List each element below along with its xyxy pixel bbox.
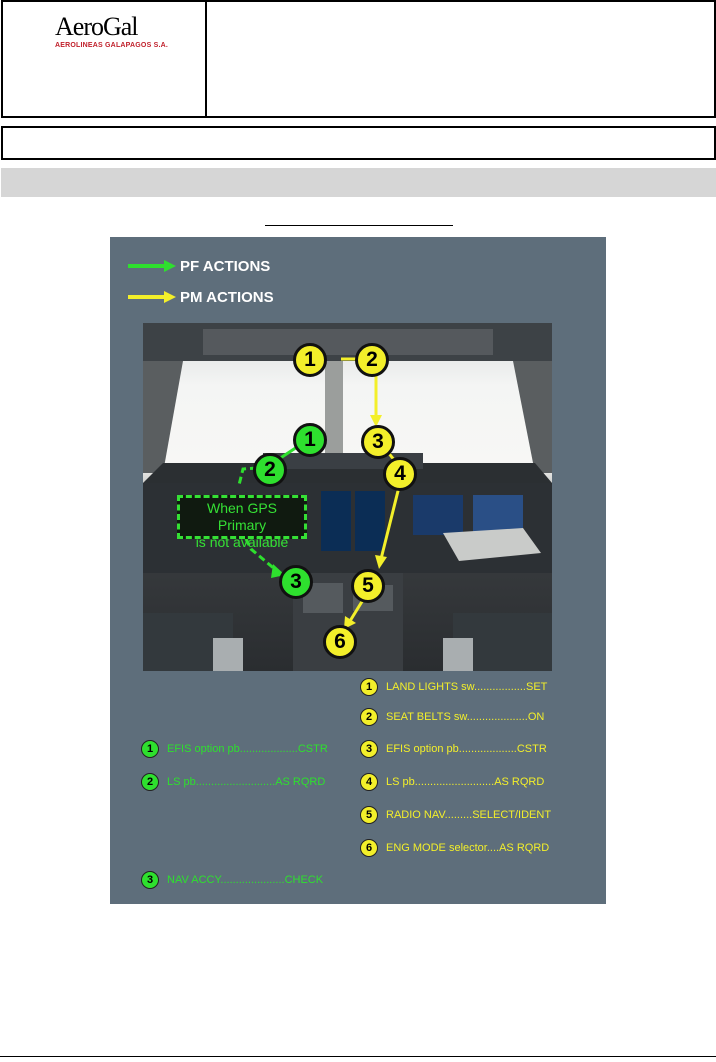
pm-item-2-marker: 2 <box>360 708 378 726</box>
section-band <box>1 168 716 197</box>
pf-item-1: 1 EFIS option pb...................CSTR <box>141 740 328 758</box>
pf-item-1-text: EFIS option pb...................CSTR <box>167 743 328 755</box>
pm-item-2-text: SEAT BELTS sw....................ON <box>386 711 545 723</box>
pf-step-1-marker: 1 <box>293 423 327 457</box>
footer-rule <box>0 1056 716 1057</box>
figure-heading-rule <box>265 225 453 226</box>
pm-step-4-marker: 4 <box>383 457 417 491</box>
pm-item-1: 1 LAND LIGHTS sw.................SET <box>360 678 547 696</box>
pf-item-1-marker: 1 <box>141 740 159 758</box>
header-logo-cell: AeroGal AEROLINEAS GALAPAGOS S.A. <box>1 0 207 118</box>
pf-arrow-icon <box>128 260 176 272</box>
company-logo: AeroGal <box>55 12 139 42</box>
pf-item-2-marker: 2 <box>141 773 159 791</box>
pm-item-3: 3 EFIS option pb...................CSTR <box>360 740 547 758</box>
gps-note-line-1: When GPS Primary <box>206 500 278 533</box>
pf-item-2: 2 LS pb..........................AS RQRD <box>141 773 325 791</box>
pm-item-5: 5 RADIO NAV.........SELECT/IDENT <box>360 806 551 824</box>
pm-item-6-marker: 6 <box>360 839 378 857</box>
pm-item-1-text: LAND LIGHTS sw.................SET <box>386 681 548 693</box>
pf-legend-label: PF ACTIONS <box>180 258 271 275</box>
gps-primary-note: When GPS Primary is not available <box>177 495 307 550</box>
cockpit-photo: 1 2 3 4 5 6 1 2 3 When GPS Primary is no… <box>143 323 552 671</box>
gps-note-line-2: is not available <box>195 534 289 550</box>
pf-item-3: 3 NAV ACCY.....................CHECK <box>141 871 323 889</box>
pm-step-1-marker: 1 <box>293 343 327 377</box>
pf-item-2-text: LS pb..........................AS RQRD <box>167 776 326 788</box>
pf-item-3-marker: 3 <box>141 871 159 889</box>
pm-item-4-text: LS pb..........................AS RQRD <box>386 776 545 788</box>
pm-legend-label: PM ACTIONS <box>180 289 274 306</box>
pm-item-3-text: EFIS option pb...................CSTR <box>386 743 547 755</box>
pm-arrow-icon <box>128 291 176 303</box>
pf-step-2-marker: 2 <box>253 453 287 487</box>
pm-item-1-marker: 1 <box>360 678 378 696</box>
pf-step-3-marker: 3 <box>279 565 313 599</box>
pm-item-5-text: RADIO NAV.........SELECT/IDENT <box>386 809 552 821</box>
pm-item-2: 2 SEAT BELTS sw....................ON <box>360 708 544 726</box>
header-title-cell <box>205 0 716 118</box>
pm-item-4-marker: 4 <box>360 773 378 791</box>
pm-item-4: 4 LS pb..........................AS RQRD <box>360 773 544 791</box>
logo-subtitle: AEROLINEAS GALAPAGOS S.A. <box>55 42 168 49</box>
pm-step-5-marker: 5 <box>351 569 385 603</box>
pm-step-6-marker: 6 <box>323 625 357 659</box>
pm-step-2-marker: 2 <box>355 343 389 377</box>
pm-item-6: 6 ENG MODE selector....AS RQRD <box>360 839 549 857</box>
pm-item-5-marker: 5 <box>360 806 378 824</box>
pm-item-3-marker: 3 <box>360 740 378 758</box>
header-subtitle-row <box>1 126 716 160</box>
cockpit-illustration <box>143 323 552 671</box>
procedure-panel: PF ACTIONS PM ACTIONS <box>110 237 606 904</box>
logo-wordmark: AeroGal <box>55 12 139 41</box>
pm-step-3-marker: 3 <box>361 425 395 459</box>
pf-item-3-text: NAV ACCY.....................CHECK <box>167 874 324 886</box>
pm-item-6-text: ENG MODE selector....AS RQRD <box>386 842 550 854</box>
